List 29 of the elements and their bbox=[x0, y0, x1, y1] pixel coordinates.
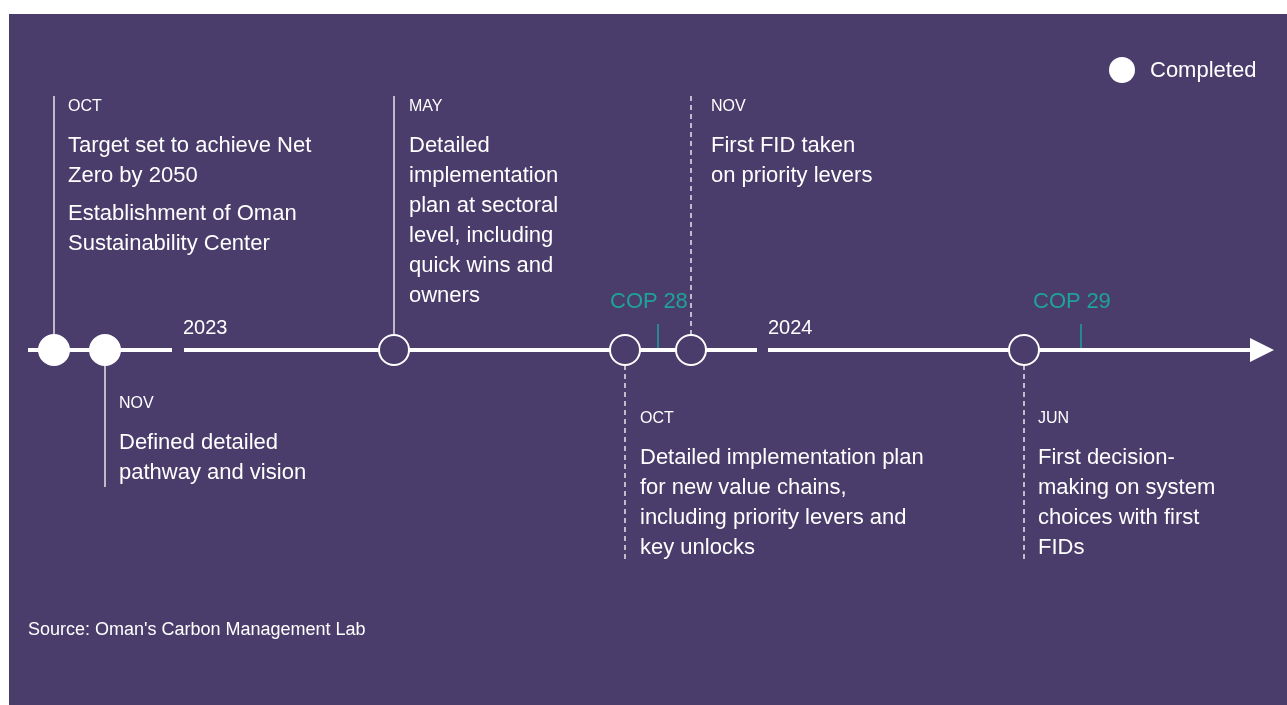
milestone-circle bbox=[675, 334, 707, 366]
milestone-description: Detailed implementation plan at sectoral level, including quick wins and owners bbox=[408, 131, 560, 309]
milestone-circle bbox=[1008, 334, 1040, 366]
milestone-circle bbox=[378, 334, 410, 366]
month-label: OCT bbox=[67, 96, 103, 116]
leader-line bbox=[690, 95, 692, 336]
milestone-circle bbox=[609, 334, 641, 366]
milestone-description: Detailed implementation plan for new value chains, including priority levers and key unlocks bbox=[639, 443, 925, 561]
milestone-description: First decision-making on system choices with first FIDs bbox=[1037, 443, 1217, 561]
leader-line bbox=[104, 364, 106, 488]
milestone-description: Defined detailed pathway and vision bbox=[118, 428, 308, 486]
milestone-description: Establishment of Oman Sustainability Center bbox=[67, 199, 298, 257]
year-label: 2024 bbox=[768, 316, 813, 339]
event-label: COP 29 bbox=[1033, 288, 1111, 314]
leader-line bbox=[393, 95, 395, 336]
milestone-description: Target set to achieve Net Zero by 2050 bbox=[67, 131, 313, 189]
month-label: OCT bbox=[639, 408, 675, 428]
month-label: MAY bbox=[408, 96, 444, 116]
month-label: NOV bbox=[118, 393, 155, 413]
year-label: 2023 bbox=[183, 316, 228, 339]
month-label: JUN bbox=[1037, 408, 1071, 428]
month-label: NOV bbox=[710, 96, 747, 116]
source-note: Source: Oman's Carbon Management Lab bbox=[28, 619, 366, 640]
legend-label: Completed bbox=[1150, 57, 1257, 83]
milestone-description: First FID taken on priority levers bbox=[710, 131, 874, 189]
leader-line bbox=[53, 95, 55, 336]
event-label: COP 28 bbox=[610, 288, 688, 314]
completed-milestone-circle bbox=[38, 334, 70, 366]
completed-milestone-circle bbox=[89, 334, 121, 366]
